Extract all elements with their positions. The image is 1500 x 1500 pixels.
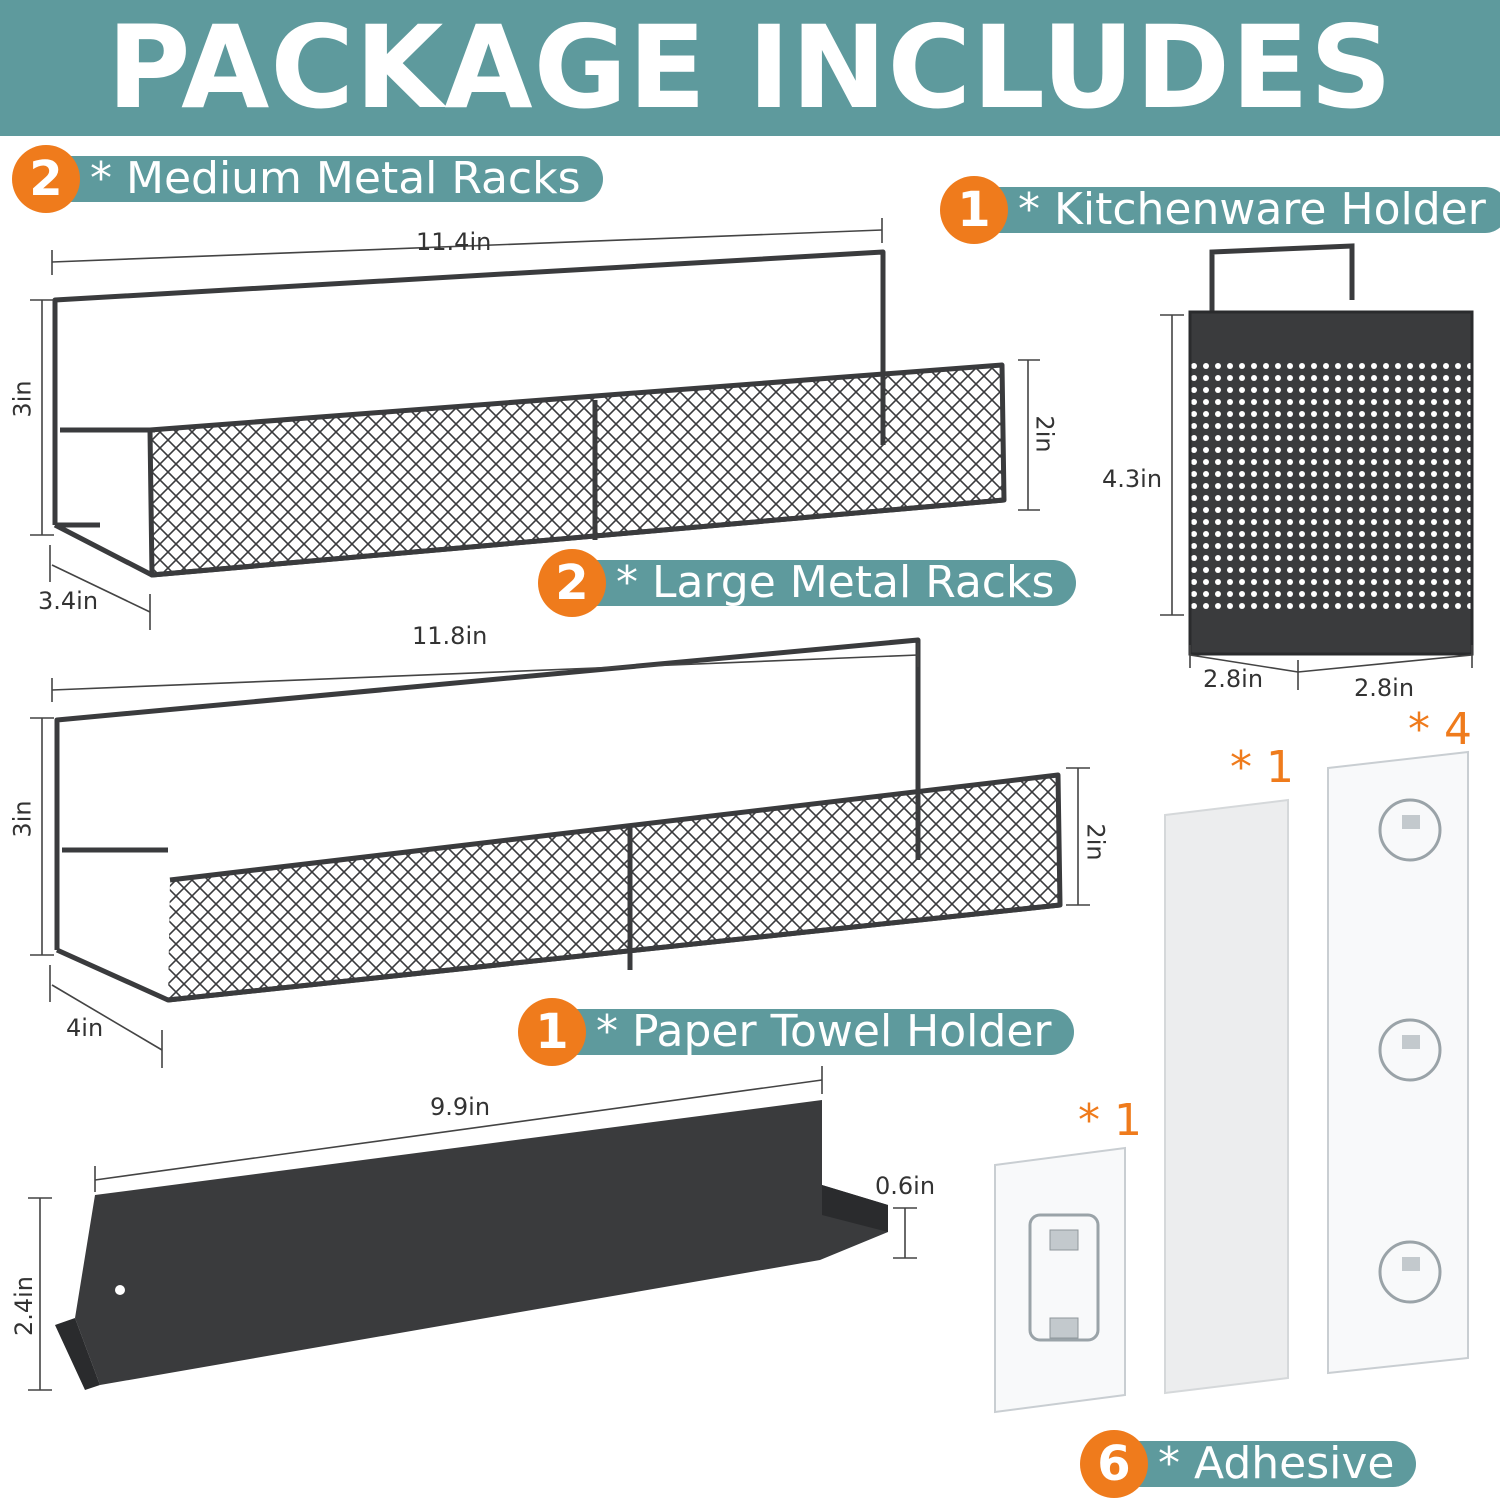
medium-rack-width: 11.4in bbox=[416, 228, 492, 256]
holder-width: 2.8in bbox=[1203, 665, 1264, 693]
large-racks-count: 2 bbox=[538, 549, 606, 617]
large-racks-text: * Large Metal Racks bbox=[572, 560, 1077, 606]
towel-dimension-lines bbox=[28, 1066, 917, 1391]
towel-holder-height: 2.4in bbox=[10, 1275, 39, 1337]
medium-metal-rack bbox=[52, 249, 1007, 578]
holder-dimension-lines bbox=[1160, 314, 1473, 690]
medium-rack-depth: 3.4in bbox=[38, 587, 99, 615]
header-banner: PACKAGE INCLUDES bbox=[0, 0, 1500, 136]
medium-racks-text: * Medium Metal Racks bbox=[46, 156, 603, 202]
adhesive-pads bbox=[994, 750, 1469, 1414]
page-title: PACKAGE INCLUDES bbox=[107, 1, 1393, 134]
kitchenware-holder bbox=[1188, 243, 1474, 656]
medium-rack-basket-height: 2in bbox=[1030, 415, 1059, 453]
adhesive-count: 6 bbox=[1080, 1430, 1148, 1498]
adhesive-text: * Adhesive bbox=[1114, 1441, 1417, 1487]
holder-height: 4.3in bbox=[1102, 465, 1163, 493]
large-rack-dimension-lines bbox=[30, 643, 1090, 1068]
adhesive-strip-qty: * 1 bbox=[1230, 742, 1294, 793]
holder-depth: 2.8in bbox=[1354, 674, 1415, 702]
kitchenware-holder-text: * Kitchenware Holder bbox=[974, 187, 1500, 233]
medium-racks-count: 2 bbox=[12, 145, 80, 213]
medium-rack-height: 3in bbox=[8, 380, 37, 418]
large-rack-basket-height: 2in bbox=[1081, 823, 1110, 861]
towel-holder-lip: 0.6in bbox=[875, 1172, 936, 1200]
kitchenware-holder-count: 1 bbox=[940, 176, 1008, 244]
medium-rack-dimension-lines bbox=[30, 218, 1040, 630]
paper-towel-holder bbox=[55, 1100, 888, 1390]
adhesive-long-qty: * 4 bbox=[1408, 704, 1472, 755]
paper-towel-holder-text: * Paper Towel Holder bbox=[552, 1009, 1074, 1055]
large-rack-depth: 4in bbox=[66, 1014, 104, 1042]
adhesive-small-qty: * 1 bbox=[1078, 1095, 1142, 1146]
large-rack-width: 11.8in bbox=[412, 622, 488, 650]
large-metal-rack bbox=[54, 637, 1063, 1003]
paper-towel-holder-count: 1 bbox=[518, 998, 586, 1066]
towel-holder-width: 9.9in bbox=[430, 1093, 491, 1121]
large-rack-height: 3in bbox=[8, 800, 37, 838]
